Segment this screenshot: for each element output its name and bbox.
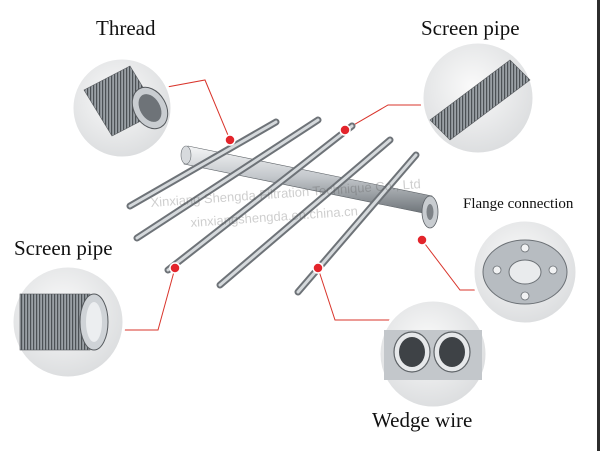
label-screen-pipe-left: Screen pipe <box>14 236 113 260</box>
detail-screen-pipe-top <box>420 40 536 156</box>
detail-flange <box>471 218 579 326</box>
label-flange-connection: Flange connection <box>463 196 574 212</box>
label-wedge-wire: Wedge wire <box>372 408 473 432</box>
right-edge-border <box>597 0 600 451</box>
marker-flange <box>416 234 428 246</box>
label-screen-pipe-top: Screen pipe <box>421 16 520 40</box>
marker-wedge-wire <box>312 262 324 274</box>
detail-screen-pipe-left <box>10 264 126 380</box>
callout-line-wedge-wire <box>317 267 395 321</box>
marker-screen-pipe-top <box>339 124 351 136</box>
detail-wedge-wire <box>377 298 489 410</box>
detail-thread <box>70 56 174 160</box>
callout-line-screen-pipe-left <box>110 267 176 331</box>
marker-thread <box>224 134 236 146</box>
marker-screen-pipe-left <box>169 262 181 274</box>
callout-markers <box>169 124 428 274</box>
label-thread: Thread <box>96 16 156 40</box>
